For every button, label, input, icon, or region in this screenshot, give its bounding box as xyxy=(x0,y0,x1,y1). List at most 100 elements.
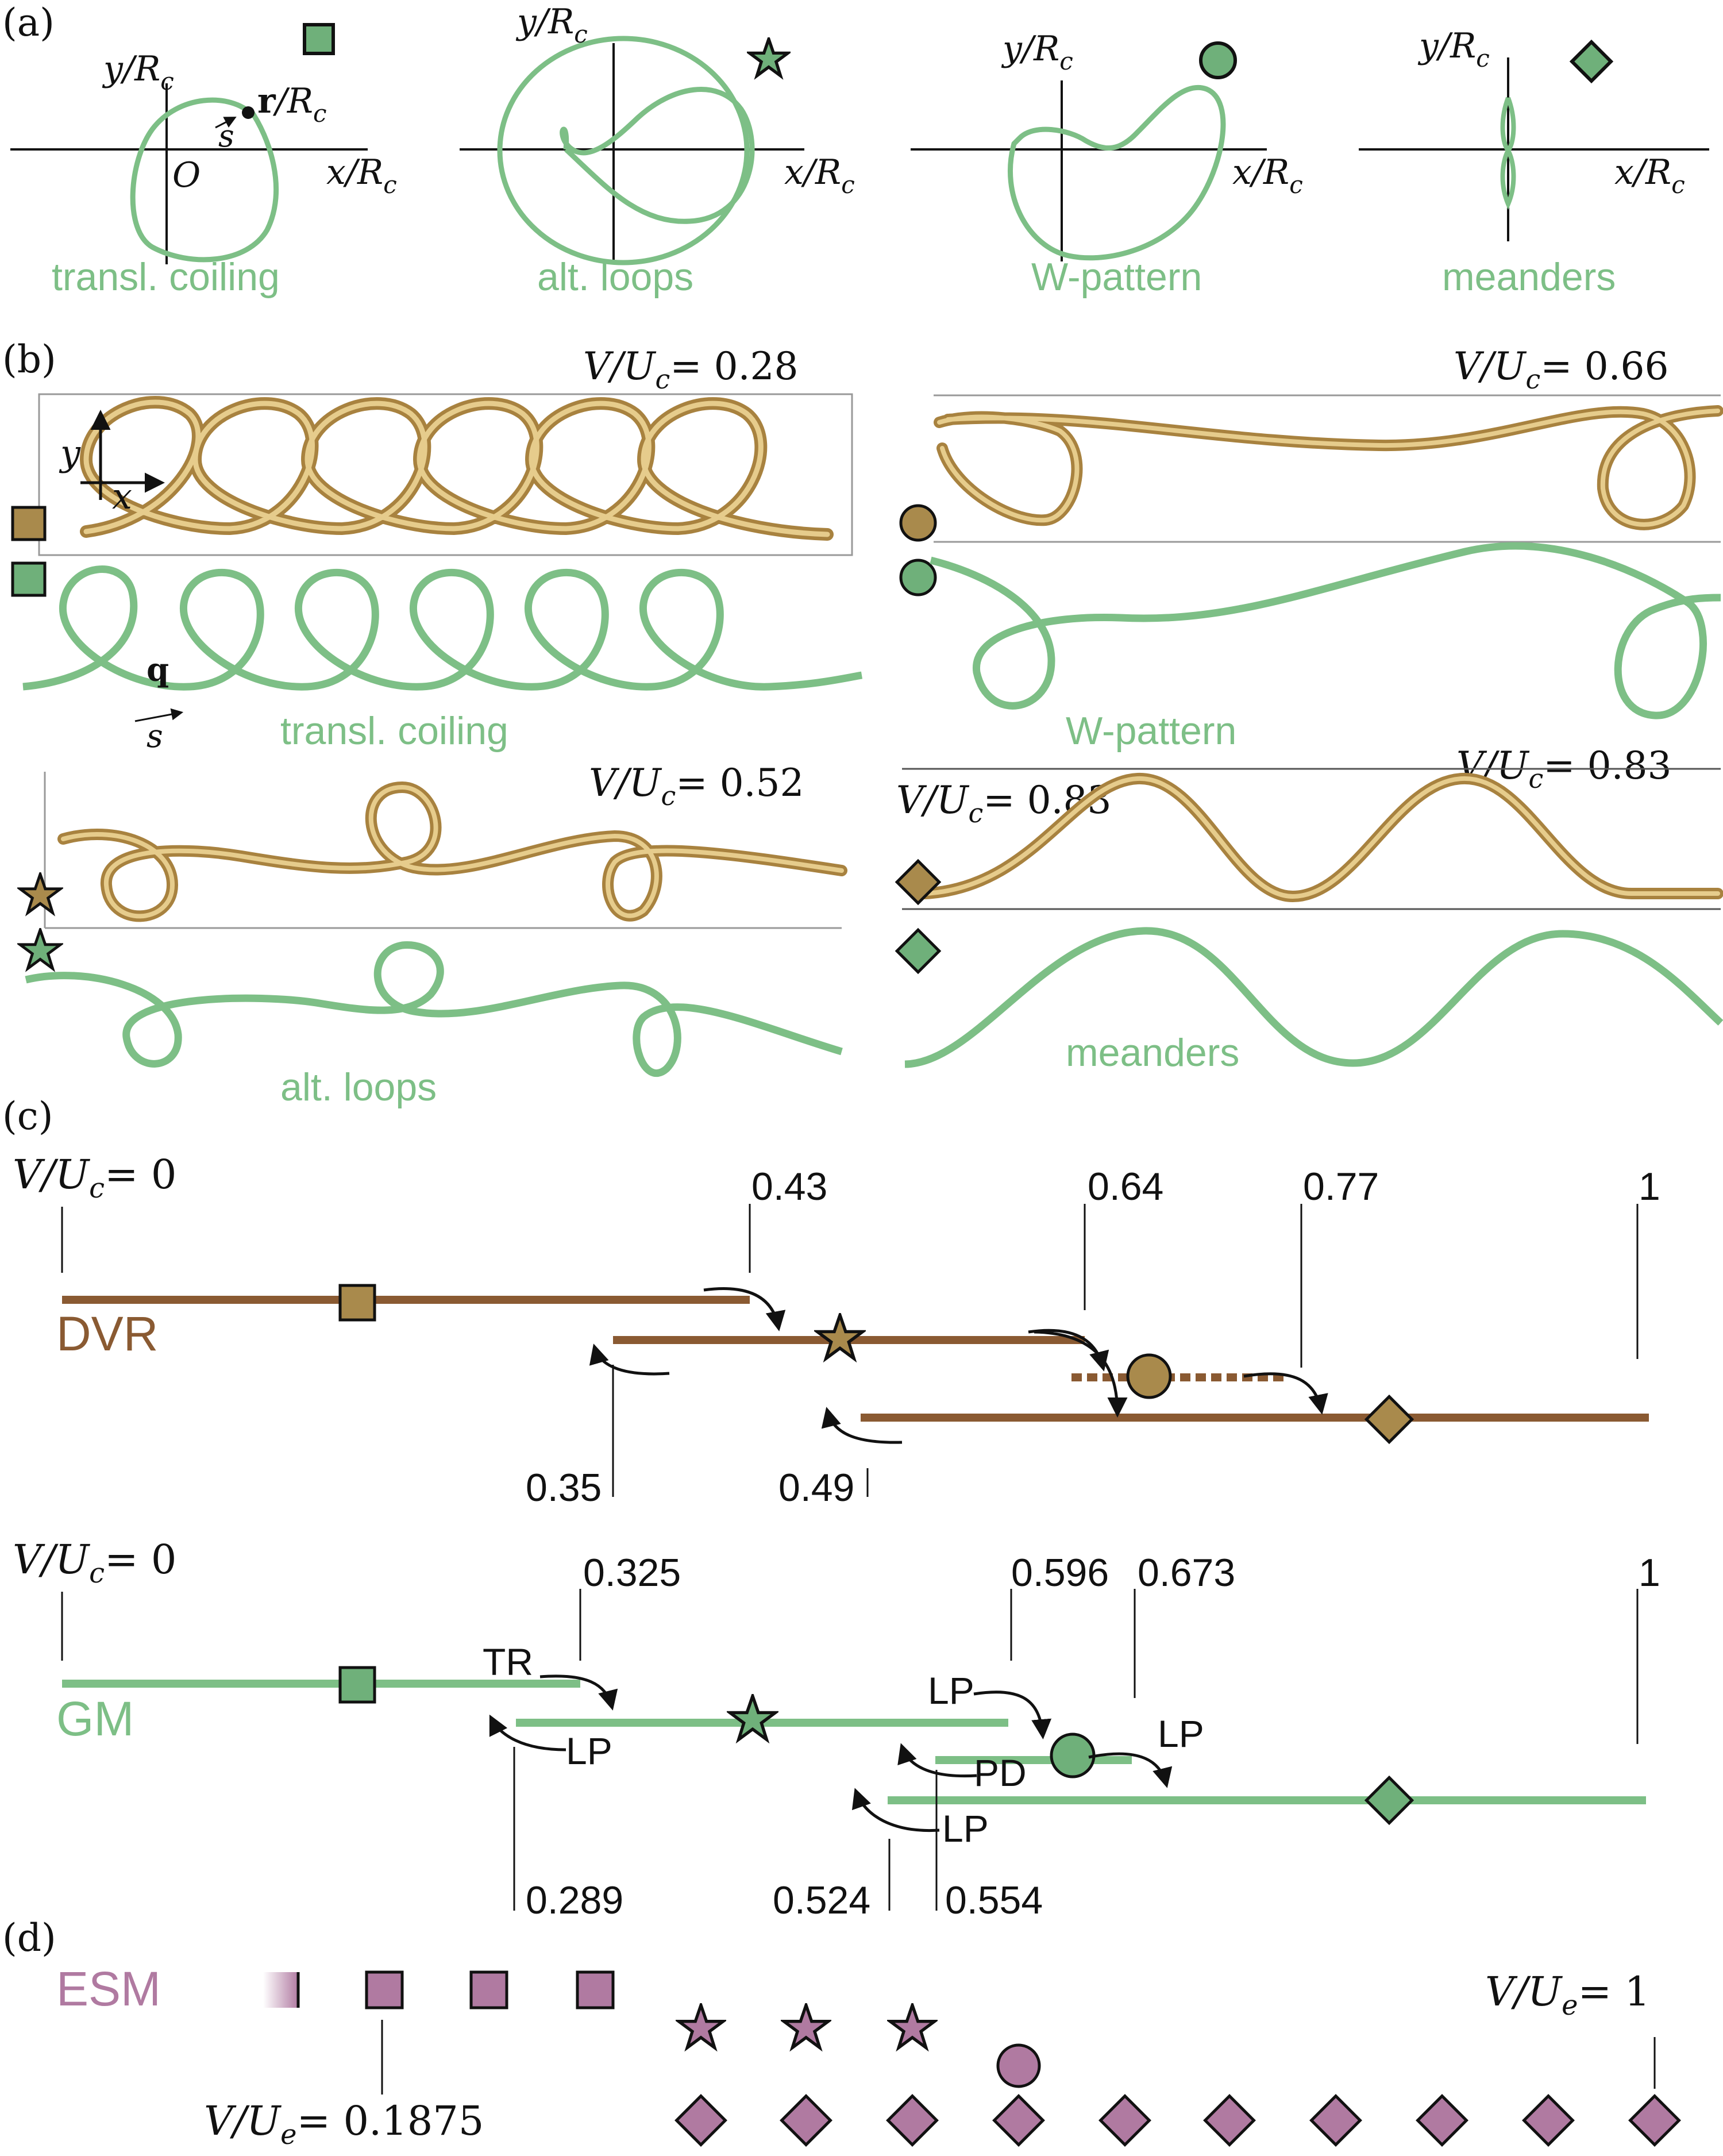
square-icon xyxy=(263,1972,299,2008)
pattern-label: alt. loops xyxy=(537,255,693,299)
simulation-frame xyxy=(38,393,853,556)
svg-text:1: 1 xyxy=(1639,1551,1660,1595)
square-icon xyxy=(576,1970,615,2009)
star-icon xyxy=(20,874,60,913)
svg-text:y/Rc: y/Rc xyxy=(1417,26,1490,72)
square-icon xyxy=(11,506,47,541)
svg-text:0.77: 0.77 xyxy=(1303,1165,1379,1208)
panel-d-esm: ESM V/Ue= 0.18 xyxy=(56,1962,1681,2151)
diamond-icon xyxy=(1098,2094,1151,2147)
meanders-curve xyxy=(1500,97,1516,210)
diamond-icon xyxy=(1364,1394,1414,1445)
svg-text:LP: LP xyxy=(566,1730,612,1772)
diamond-icon xyxy=(1416,2094,1468,2147)
panel-label-d: (d) xyxy=(2,1916,56,1960)
panel-a-coiling: y/Rc O x/Rc r/Rc s transl. coiling xyxy=(10,23,397,299)
square-icon xyxy=(365,1970,404,2009)
bifurcation-diagram-gm: V/Uc= 0 GM 0.325 0.596 0.673 1 0.289 0.5… xyxy=(13,1536,1660,1922)
star-icon xyxy=(679,2005,723,2048)
svg-text:0.325: 0.325 xyxy=(583,1551,681,1595)
svg-text:V/Ue= 1: V/Ue= 1 xyxy=(1485,1968,1650,2022)
circle-icon xyxy=(1050,1732,1096,1778)
svg-text:x/Rc: x/Rc xyxy=(784,152,855,199)
diamond-icon xyxy=(1628,2094,1681,2147)
alt-loops-big-loop xyxy=(497,36,750,265)
svg-text:transl. coiling: transl. coiling xyxy=(280,709,508,753)
svg-text:V/Ue= 0.1875: V/Ue= 0.1875 xyxy=(204,2097,484,2151)
svg-text:y/Rc: y/Rc xyxy=(102,49,174,95)
svg-text:y/Rc: y/Rc xyxy=(1001,29,1073,75)
svg-text:0.596: 0.596 xyxy=(1011,1551,1109,1595)
pattern-label: transl. coiling xyxy=(52,255,280,299)
panel-a-w-pattern: y/Rc x/Rc W-pattern xyxy=(911,29,1303,299)
square-icon xyxy=(469,1970,508,2009)
panel-b-alt-loops: V/Uc= 0.52 alt. loops xyxy=(20,761,847,1109)
model-curve xyxy=(25,941,843,1077)
panel-label-c: (c) xyxy=(2,1094,53,1138)
gm-label: GM xyxy=(56,1692,134,1746)
circle-icon xyxy=(996,2043,1041,2088)
svg-text:0.673: 0.673 xyxy=(1138,1551,1235,1595)
diamond-icon xyxy=(1364,1775,1414,1826)
svg-text:V/Uc= 0: V/Uc= 0 xyxy=(13,1536,176,1589)
svg-text:1: 1 xyxy=(1639,1165,1660,1208)
circle-icon xyxy=(1126,1353,1172,1399)
w-pattern-curve xyxy=(1007,84,1226,261)
panel-label-b: (b) xyxy=(2,337,56,382)
panel-b-coiling: V/Uc= 0.28 y x q s transl. coiling xyxy=(11,344,863,755)
star-icon xyxy=(784,2005,828,2048)
star-icon xyxy=(730,1696,775,1740)
diamond-icon xyxy=(1522,2094,1575,2147)
model-curve xyxy=(904,927,1723,1068)
panel-label-a: (a) xyxy=(2,1,55,45)
model-curve xyxy=(930,542,1721,719)
svg-text:0.43: 0.43 xyxy=(751,1165,827,1208)
square-icon xyxy=(338,1666,376,1704)
svg-text:x/Rc: x/Rc xyxy=(326,152,397,199)
diamond-icon xyxy=(895,858,942,906)
diamond-icon xyxy=(895,927,942,975)
svg-text:s: s xyxy=(218,118,234,154)
svg-text:V/Uc= 0: V/Uc= 0 xyxy=(13,1151,176,1204)
svg-text:y: y xyxy=(59,432,81,474)
alt-loops-figure-eight xyxy=(560,87,755,224)
svg-text:W-pattern: W-pattern xyxy=(1066,709,1236,753)
svg-text:x/Rc: x/Rc xyxy=(1232,152,1303,199)
svg-text:meanders: meanders xyxy=(1066,1031,1239,1075)
svg-text:0.49: 0.49 xyxy=(778,1466,854,1510)
position-dot xyxy=(242,106,255,119)
pattern-label: meanders xyxy=(1442,255,1616,299)
coiling-curve xyxy=(130,97,279,263)
diamond-icon xyxy=(1309,2094,1362,2147)
panel-b-meanders: V/Uc= 0.83 V/Uc= 0.83 meanders xyxy=(895,744,1723,1075)
square-icon xyxy=(303,23,335,55)
svg-text:alt. loops: alt. loops xyxy=(280,1065,437,1109)
svg-text:LP: LP xyxy=(942,1807,989,1850)
star-icon xyxy=(20,930,60,968)
circle-icon xyxy=(899,504,937,542)
svg-text:PD: PD xyxy=(974,1751,1027,1794)
dvr-label: DVR xyxy=(56,1307,158,1361)
svg-text:LP: LP xyxy=(1158,1712,1204,1755)
svg-text:0.35: 0.35 xyxy=(526,1466,602,1510)
origin-label: O xyxy=(172,155,201,195)
svg-text:V/Uc= 0.52: V/Uc= 0.52 xyxy=(589,761,804,811)
svg-text:y/Rc: y/Rc xyxy=(515,2,588,48)
svg-text:0.554: 0.554 xyxy=(945,1878,1043,1922)
panel-a-alt-loops: y/Rc x/Rc alt. loops xyxy=(460,2,855,299)
star-icon xyxy=(890,2005,934,2048)
svg-text:q: q xyxy=(147,651,169,689)
diamond-icon xyxy=(992,2094,1045,2147)
diamond-icon xyxy=(780,2094,832,2147)
svg-text:0.64: 0.64 xyxy=(1088,1165,1163,1208)
star-icon xyxy=(817,1315,862,1359)
panel-b-w-pattern: V/Uc= 0.66 W-pattern xyxy=(899,344,1723,753)
diamond-icon xyxy=(1203,2094,1256,2147)
svg-text:0.289: 0.289 xyxy=(526,1878,623,1922)
svg-text:s: s xyxy=(147,718,163,755)
diamond-icon xyxy=(1569,39,1614,84)
svg-text:LP: LP xyxy=(928,1669,974,1712)
circle-icon xyxy=(1199,41,1237,79)
bifurcation-diagram-dvr: V/Uc= 0 DVR 0.43 0.64 0.77 1 0.35 0.49 xyxy=(13,1151,1660,1510)
